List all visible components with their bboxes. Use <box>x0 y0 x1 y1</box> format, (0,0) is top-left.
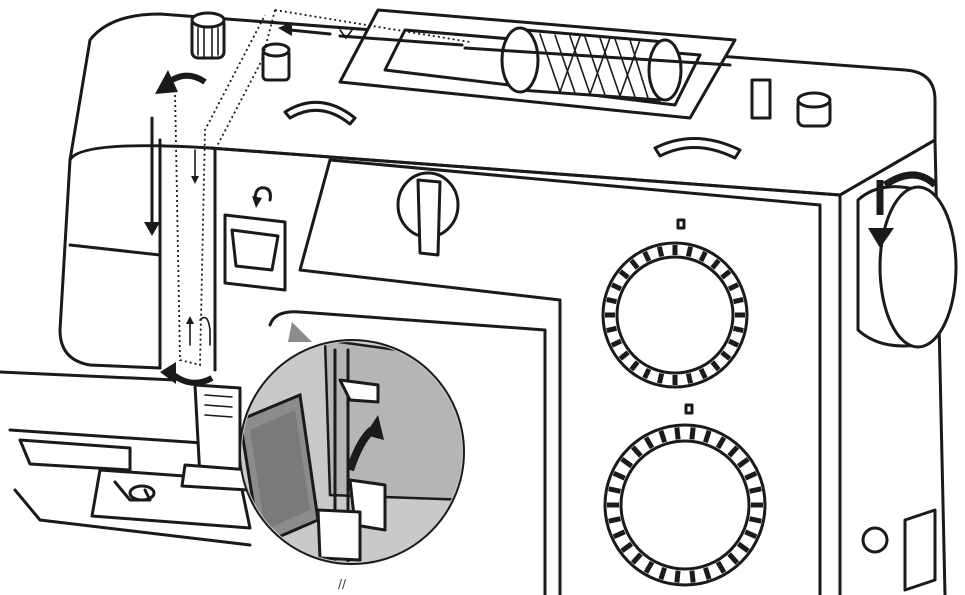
dial-rib <box>749 486 762 494</box>
dial-rib <box>620 457 634 469</box>
dial-rib <box>727 552 740 565</box>
dial-rib <box>656 372 665 384</box>
dial-rib <box>720 350 732 361</box>
spool-pin-right <box>750 78 832 128</box>
needle-plate <box>18 438 132 472</box>
dial-rib <box>727 282 740 292</box>
u-turn-arrow-icon <box>186 316 194 324</box>
dial-rib <box>629 360 640 372</box>
dial-rib <box>620 541 634 553</box>
stitch-width-dial <box>603 403 767 587</box>
dial-rib <box>643 560 655 574</box>
dial-rib <box>606 325 618 334</box>
dial-rib <box>720 269 732 280</box>
dial-rib <box>618 350 630 361</box>
bobbin-winder <box>190 11 291 82</box>
dial-rib <box>629 258 640 270</box>
curved-arrow-bottom-icon <box>160 362 176 384</box>
dial-rib <box>608 486 621 494</box>
dial-rib <box>612 529 626 540</box>
dial-rib <box>630 552 643 565</box>
dial-rib <box>698 367 708 380</box>
dial-rib <box>608 516 621 524</box>
dial-rib <box>630 445 643 458</box>
reverse-icon <box>252 196 262 208</box>
pattern-dial <box>601 218 749 389</box>
dial-rib <box>612 470 626 481</box>
threading-arrows <box>144 70 214 386</box>
dial-rib <box>710 258 721 270</box>
footnote-mark: // <box>338 577 347 591</box>
dial-rib <box>736 457 750 469</box>
down-arrow-icon <box>144 222 160 236</box>
curved-arrow-icon <box>155 70 178 94</box>
pointer-triangle <box>288 322 312 342</box>
dial-rib <box>610 338 623 348</box>
dial-rib <box>732 296 744 305</box>
stitch-length-knob <box>396 171 460 257</box>
dial-rib <box>710 360 721 372</box>
dial-rib <box>606 296 618 305</box>
dial-rib <box>656 246 665 258</box>
dial-rib <box>674 427 681 440</box>
dial-rib <box>689 570 696 583</box>
thread-spool <box>463 26 732 102</box>
dial-rib <box>618 269 630 280</box>
dial-rib <box>643 436 655 450</box>
up-arrow-icon <box>365 415 384 440</box>
dial-rib <box>642 367 652 380</box>
dial-rib <box>658 430 667 444</box>
thread-guide-right <box>653 137 742 160</box>
dial-rib <box>715 560 727 574</box>
handwheel <box>856 171 958 349</box>
dial-rib <box>732 325 744 334</box>
dial-rib <box>689 427 696 440</box>
side-panel <box>861 508 937 592</box>
thread-path <box>174 9 471 367</box>
dial-rib <box>674 570 681 583</box>
dial-rib <box>744 470 758 481</box>
dial-rib <box>727 338 740 348</box>
thread-guide-left <box>283 100 357 126</box>
arrow-to-spool <box>278 22 464 47</box>
rotation-arrow-icon <box>868 228 894 248</box>
dial-rib <box>698 250 708 263</box>
dial-rib <box>642 250 652 263</box>
reverse-button <box>223 186 287 292</box>
dial-rib <box>744 529 758 540</box>
dial-rib <box>736 541 750 553</box>
needle-threader-lever <box>338 378 380 404</box>
dial-rib <box>685 246 694 258</box>
dial-rib <box>749 516 762 524</box>
dial-rib <box>727 445 740 458</box>
dial-rib <box>658 566 667 580</box>
presser-foot <box>180 383 252 492</box>
dial-rib <box>685 372 694 384</box>
dial-rib <box>715 436 727 450</box>
dial-rib <box>703 430 712 444</box>
dial-rib <box>703 566 712 580</box>
inset-magnifier <box>239 322 465 565</box>
dial-rib <box>610 282 623 292</box>
